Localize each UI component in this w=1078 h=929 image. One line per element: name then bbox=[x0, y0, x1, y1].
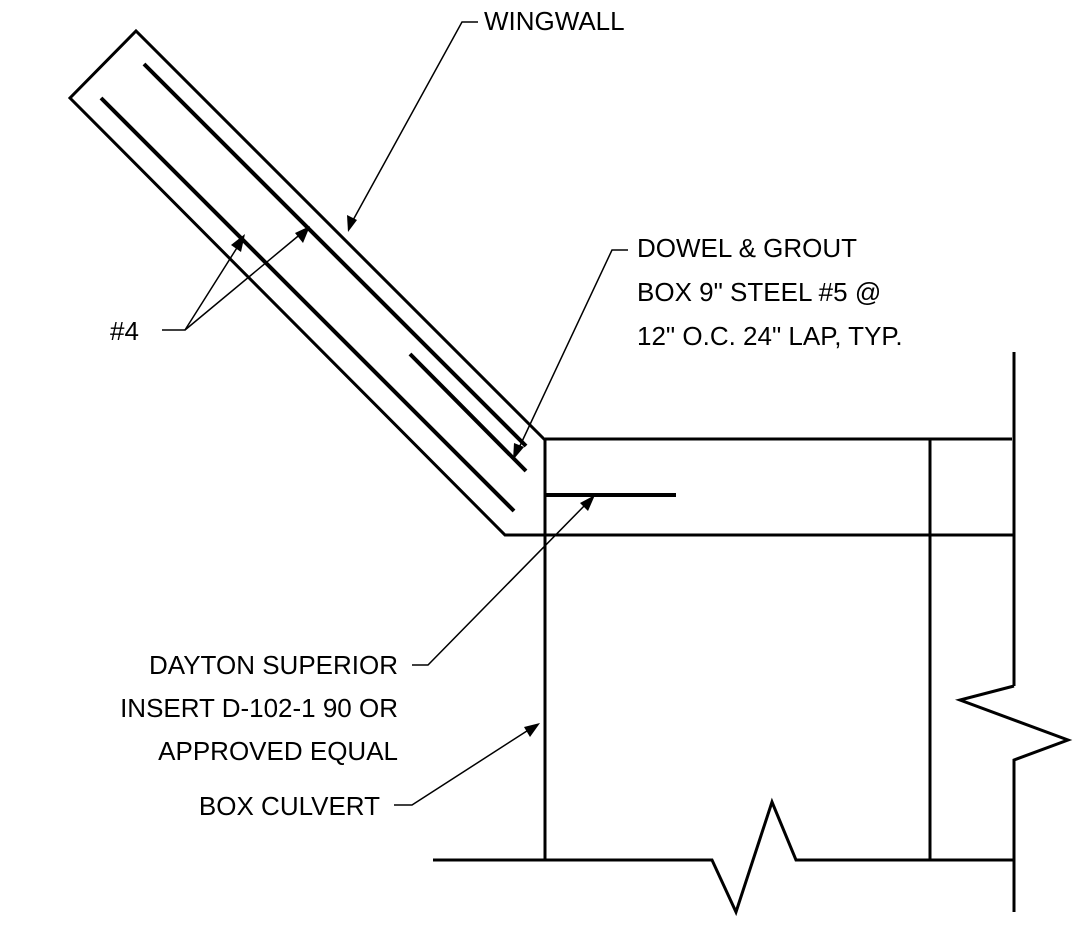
wingwall-label: WINGWALL bbox=[484, 6, 625, 36]
dowel-grout-leader bbox=[513, 249, 628, 460]
box-culvert-leader bbox=[394, 723, 540, 806]
dowel-grout-label-line2: BOX 9" STEEL #5 @ bbox=[637, 277, 881, 307]
insert-label-line1: DAYTON SUPERIOR bbox=[149, 650, 398, 680]
box-culvert-label: BOX CULVERT bbox=[199, 791, 380, 821]
dowel-grout-label-line1: DOWEL & GROUT bbox=[637, 233, 857, 263]
insert-leader bbox=[412, 495, 595, 666]
box-culvert-outline bbox=[433, 352, 1073, 917]
wingwall-leader bbox=[347, 21, 478, 232]
insert-label-line3: APPROVED EQUAL bbox=[158, 736, 398, 766]
rebar-size-label: #4 bbox=[110, 316, 139, 346]
dowel-grout-label-line3: 12" O.C. 24" LAP, TYP. bbox=[637, 321, 903, 351]
wingwall-rebar bbox=[99, 62, 528, 513]
insert-label-line2: INSERT D-102-1 90 OR bbox=[120, 693, 398, 723]
rebar-leaders bbox=[162, 226, 310, 331]
